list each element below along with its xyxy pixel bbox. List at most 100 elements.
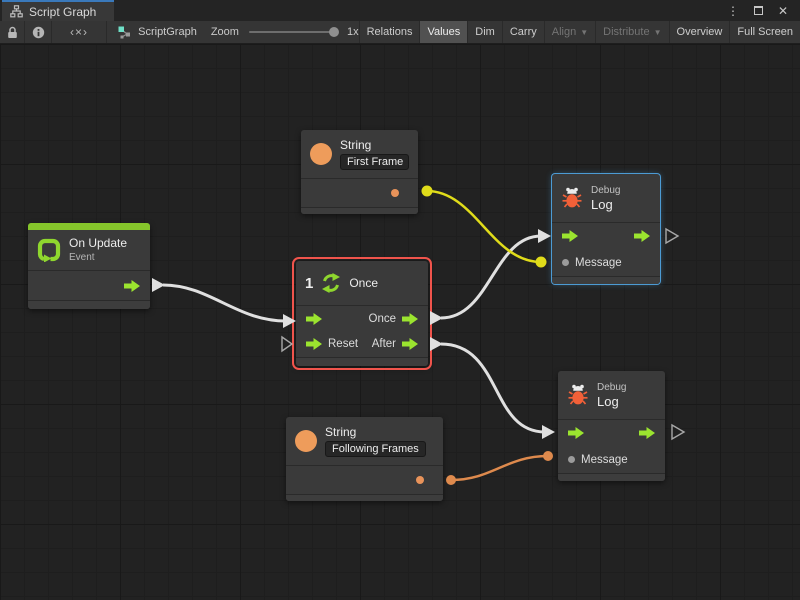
zoom-slider-handle[interactable]: [328, 27, 339, 37]
node-once-selected[interactable]: 1 Once Once R: [292, 257, 432, 370]
port-label-message: Message: [575, 256, 622, 269]
hierarchy-icon: [10, 5, 23, 18]
zoom-value: 1x: [346, 26, 359, 38]
align-dropdown[interactable]: Align ▼: [543, 21, 595, 43]
flow-arrowhead: [542, 425, 555, 439]
flow-output-port[interactable]: [402, 338, 418, 350]
flow-output-port[interactable]: [402, 312, 418, 325]
node-footer: [552, 276, 660, 284]
node-string-first-frame[interactable]: String First Frame: [301, 130, 418, 214]
node-footer: [286, 494, 443, 501]
values-button[interactable]: Values: [419, 21, 468, 43]
graph-name-label: ScriptGraph: [138, 26, 197, 38]
node-debug-log-bottom[interactable]: Debug Log Message: [558, 371, 665, 481]
tab-title: Script Graph: [29, 4, 97, 19]
connections-layer: [152, 185, 686, 485]
bug-icon: [562, 187, 582, 208]
node-subtitle: Event: [69, 252, 95, 263]
distribute-label: Distribute: [603, 26, 650, 38]
flow-arrowhead: [283, 314, 296, 328]
value-endpoint: [535, 256, 547, 268]
flow-arrowhead: [538, 229, 551, 243]
relations-button[interactable]: Relations: [358, 21, 420, 43]
zoom-slider[interactable]: [248, 27, 339, 37]
value-endpoint: [446, 475, 456, 485]
node-footer: [558, 473, 665, 481]
graph-toolbar: ‹×› ScriptGraph Zoom 1x Relations Values…: [0, 21, 800, 44]
carry-button[interactable]: Carry: [501, 21, 544, 43]
cycle-icon: [322, 273, 341, 293]
distribute-dropdown[interactable]: Distribute ▼: [595, 21, 668, 43]
node-title: Log: [597, 394, 619, 409]
once-count-badge: 1: [305, 274, 314, 292]
node-footer: [301, 207, 418, 214]
zoom-label: Zoom: [210, 26, 239, 38]
value-endpoint: [421, 185, 433, 197]
window-menu-button[interactable]: ⋮: [726, 3, 739, 18]
flow-input-port[interactable]: [306, 338, 322, 350]
node-title: Log: [591, 197, 613, 212]
value-output-port[interactable]: [416, 476, 424, 484]
event-accent-strip: [28, 223, 150, 230]
close-button[interactable]: ✕: [777, 3, 788, 18]
port-label-once: Once: [368, 312, 397, 325]
flow-input-port[interactable]: [562, 230, 578, 242]
maximize-button[interactable]: [753, 6, 763, 15]
port-label-message: Message: [581, 453, 628, 466]
align-label: Align: [551, 26, 577, 38]
node-title: String: [340, 137, 372, 152]
value-output-port[interactable]: [391, 189, 399, 197]
string-value-input[interactable]: First Frame: [340, 153, 409, 170]
node-subtitle: Debug: [591, 185, 621, 196]
connection-after-to-debug-bottom[interactable]: [440, 342, 546, 434]
string-value-input[interactable]: Following Frames: [325, 440, 426, 457]
connection-string-to-message-bottom[interactable]: [450, 454, 549, 482]
string-type-icon: [295, 430, 317, 452]
value-endpoint: [543, 451, 553, 461]
bug-icon: [568, 384, 588, 405]
value-input-port[interactable]: [562, 259, 569, 266]
tab-script-graph[interactable]: Script Graph: [2, 0, 114, 21]
graph-canvas[interactable]: String First Frame On Update Event: [0, 44, 800, 600]
connection-update-to-once[interactable]: [162, 283, 287, 323]
value-input-port[interactable]: [568, 456, 575, 463]
lock-icon: [7, 26, 17, 38]
chevron-down-icon: ▼: [580, 27, 589, 37]
info-icon: [32, 26, 44, 38]
node-title: Once: [349, 275, 379, 290]
info-button[interactable]: [25, 21, 52, 43]
flow-input-port[interactable]: [568, 427, 584, 439]
flow-output-carry: [152, 278, 165, 292]
node-subtitle: Debug: [597, 382, 627, 393]
node-footer: [28, 300, 150, 309]
port-label-after: After: [371, 338, 396, 350]
tab-bar-spacer: [114, 0, 727, 21]
string-type-icon: [310, 143, 332, 165]
overview-button[interactable]: Overview: [668, 21, 730, 43]
port-label-reset: Reset: [328, 338, 359, 350]
node-footer: [296, 357, 428, 366]
edit-script-button[interactable]: ‹×›: [52, 21, 108, 43]
empty-flow-carry[interactable]: [281, 335, 294, 353]
chevron-down-icon: ▼: [653, 27, 662, 37]
window-tab-bar: Script Graph ⋮ ✕: [0, 0, 800, 21]
node-on-update-event[interactable]: On Update Event: [28, 223, 150, 309]
node-string-following-frames[interactable]: String Following Frames: [286, 417, 443, 501]
graph-icon: [118, 26, 131, 38]
flow-output-carry: [430, 311, 443, 325]
fullscreen-button[interactable]: Full Screen: [729, 21, 800, 43]
loop-icon: [37, 238, 61, 262]
flow-output-port[interactable]: [639, 427, 655, 439]
dim-button[interactable]: Dim: [467, 21, 502, 43]
connection-string-to-message-top[interactable]: [426, 189, 542, 264]
flow-output-port[interactable]: [634, 230, 650, 242]
flow-output-port[interactable]: [124, 279, 140, 292]
graph-breadcrumb[interactable]: ScriptGraph: [107, 21, 197, 43]
node-debug-log-top[interactable]: Debug Log Message: [552, 174, 660, 284]
node-title: On Update: [69, 236, 128, 250]
empty-flow-carry[interactable]: [671, 423, 686, 441]
connection-once-to-debug-top[interactable]: [440, 234, 542, 320]
empty-flow-carry[interactable]: [665, 227, 680, 245]
flow-input-port[interactable]: [306, 312, 322, 325]
lock-button[interactable]: [0, 21, 26, 43]
